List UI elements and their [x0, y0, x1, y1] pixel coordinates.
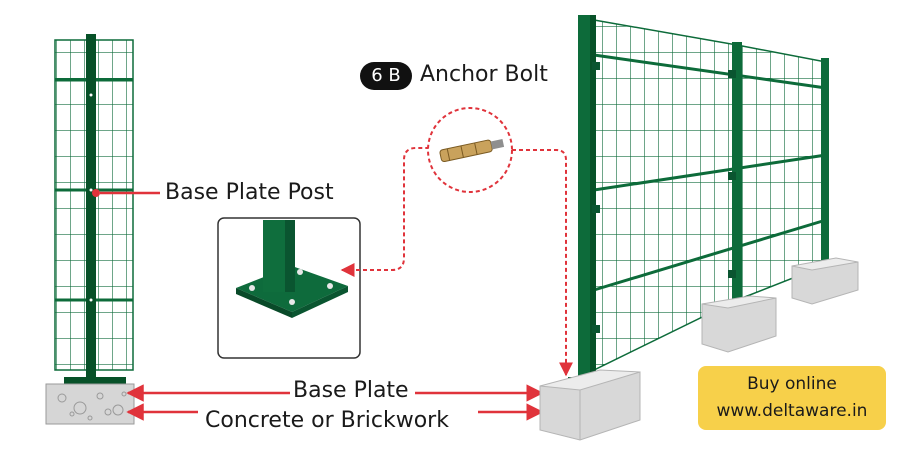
base-plate-photo-icon — [217, 217, 361, 359]
anchor-bolt-icon — [427, 107, 513, 193]
side-fence-post — [45, 34, 135, 425]
website-link[interactable]: www.deltaware.in — [716, 401, 868, 421]
base-plate-label: Base Plate — [293, 378, 409, 403]
anchor-bolt-label: Anchor Bolt — [420, 62, 548, 87]
anchor-bolt-badge: 6 B — [360, 62, 412, 90]
buy-online-text: Buy online — [747, 374, 837, 394]
fence-assembly — [539, 15, 859, 441]
concrete-label: Concrete or Brickwork — [205, 408, 449, 433]
base-plate-post-label: Base Plate Post — [165, 180, 334, 205]
concrete-blocks — [539, 257, 859, 441]
buy-online-banner[interactable]: Buy online www.deltaware.in — [698, 366, 886, 430]
